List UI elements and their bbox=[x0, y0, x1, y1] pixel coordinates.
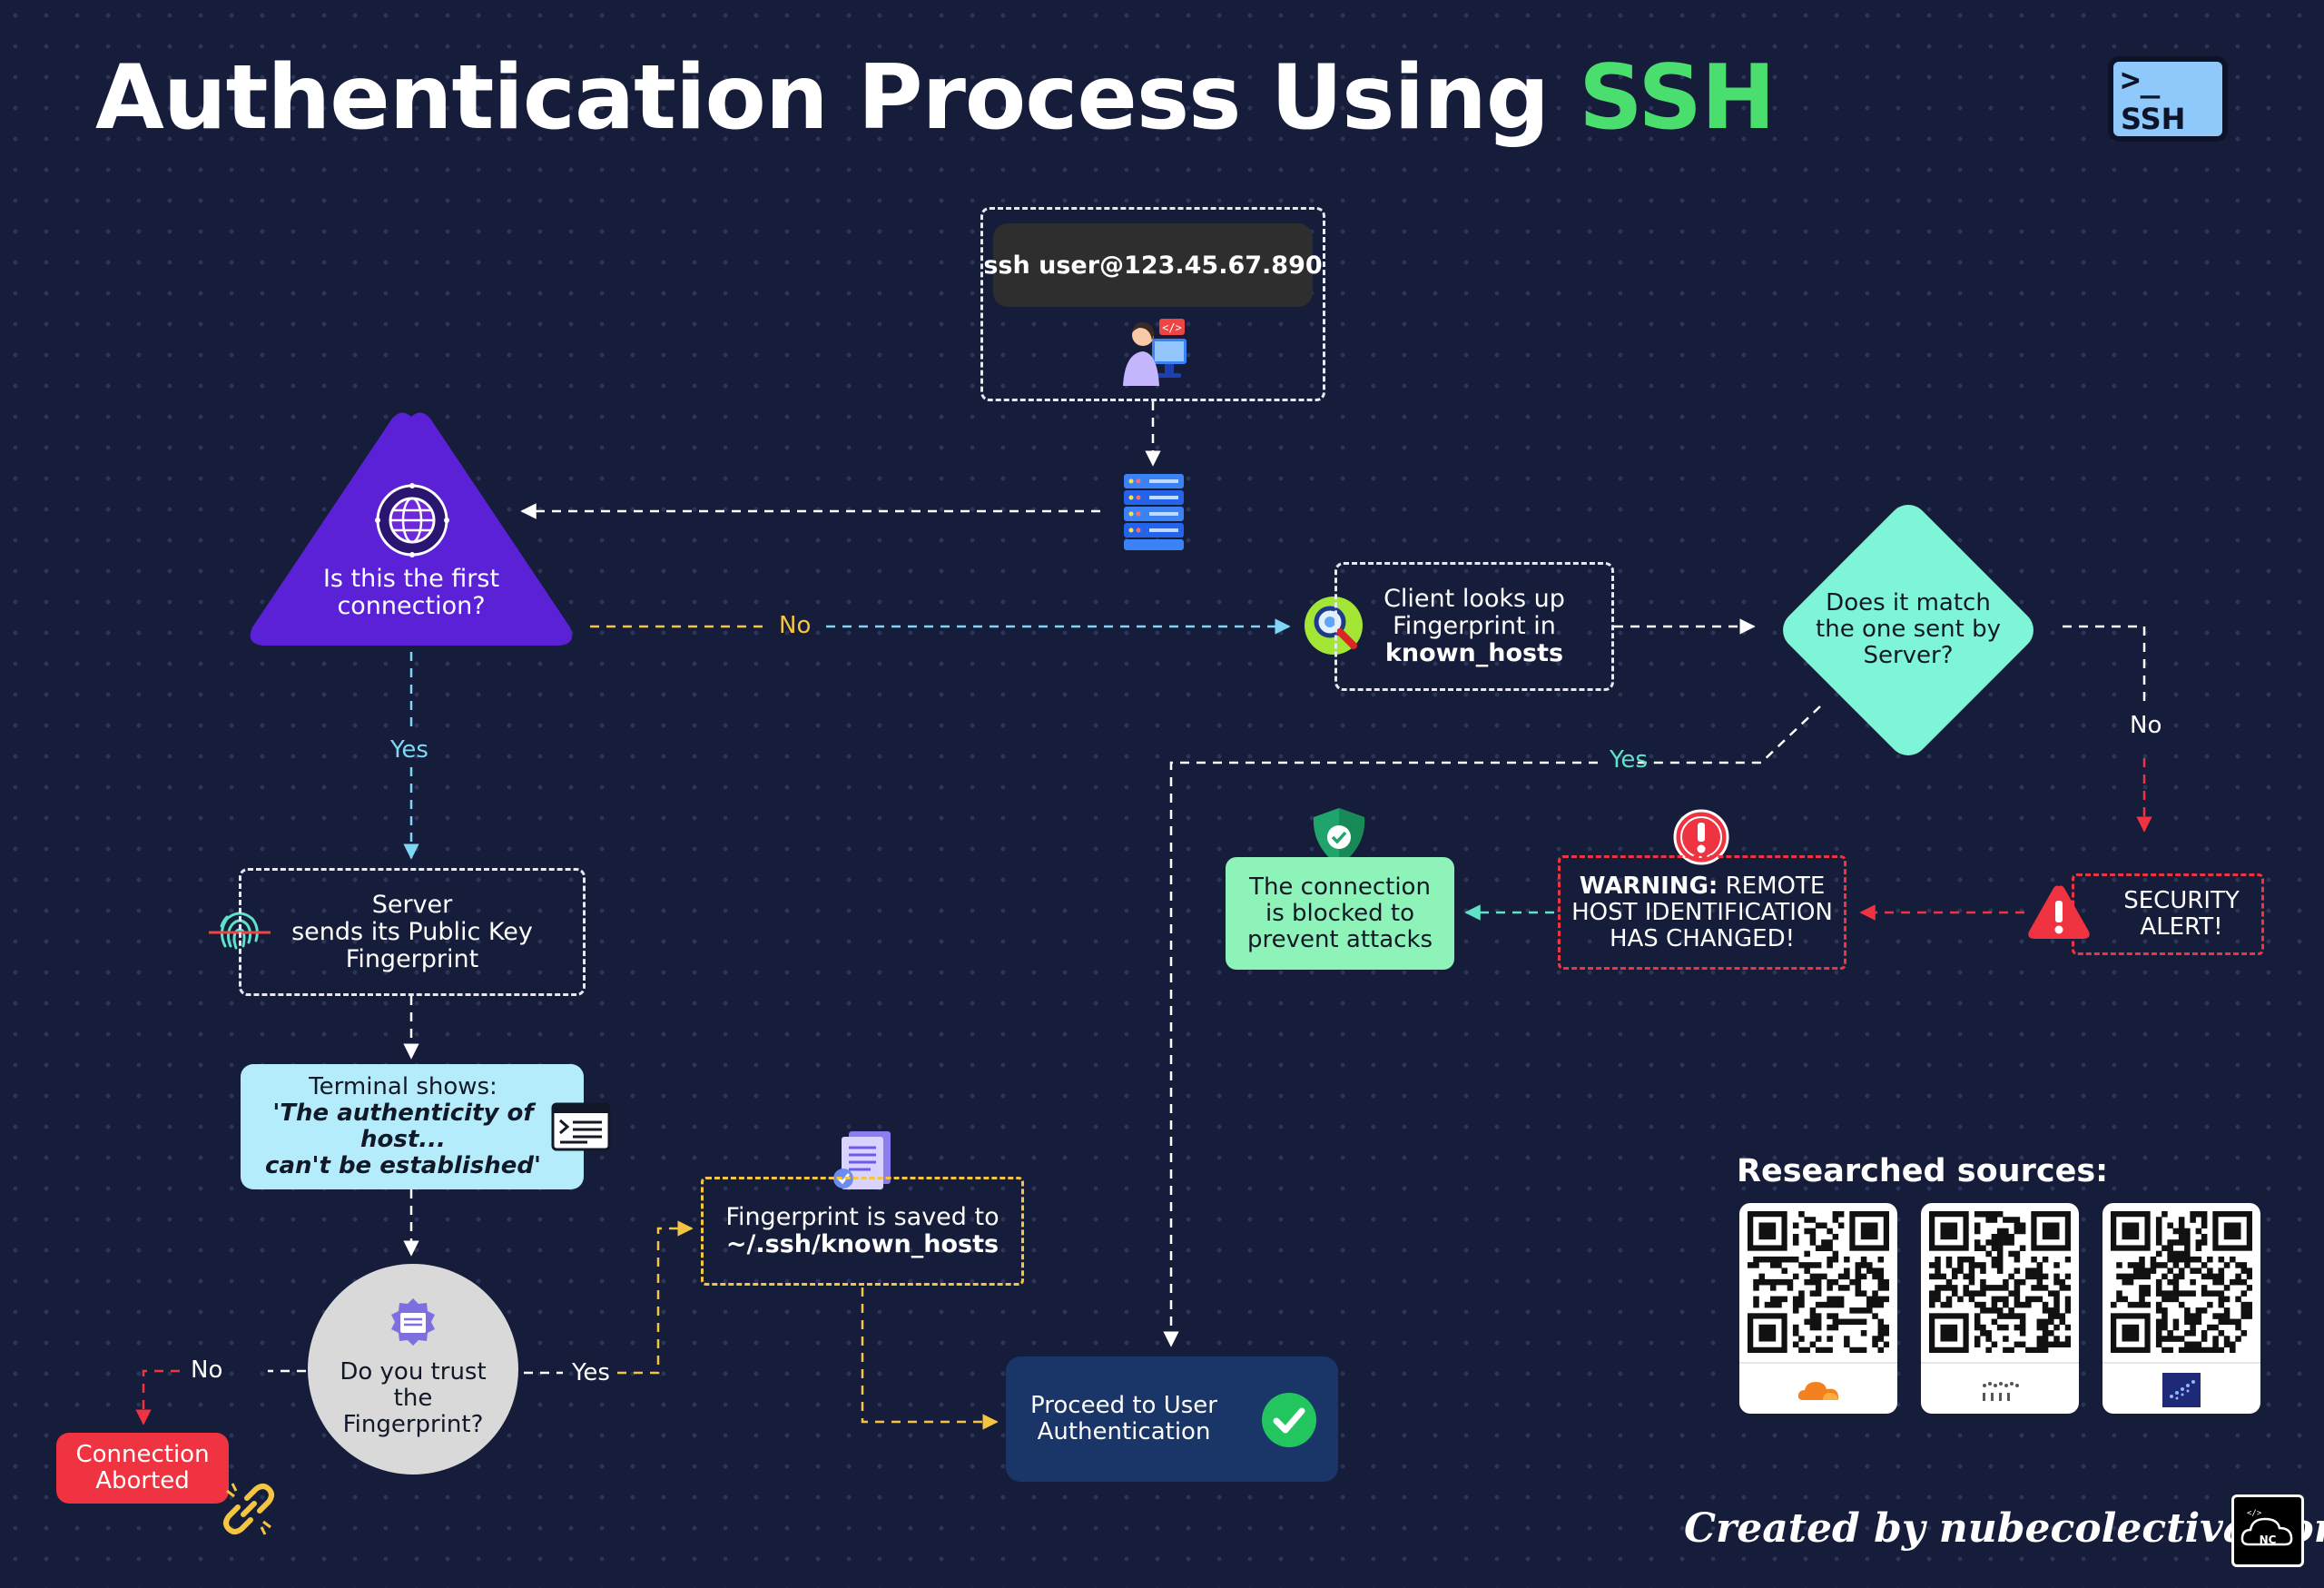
cloud-logo-icon bbox=[1797, 1382, 1839, 1400]
terminal-line3: can't be established' bbox=[265, 1152, 541, 1179]
match-question: Does it match the one sent by Server? bbox=[1816, 588, 2001, 669]
edge-match-no-top bbox=[2063, 625, 2146, 708]
saved-line1: Fingerprint is saved to bbox=[725, 1203, 1000, 1231]
lookup-line3: known_hosts bbox=[1384, 639, 1564, 667]
security-line2: ALERT! bbox=[2140, 913, 2223, 941]
warning-rest: REMOTE bbox=[1718, 872, 1826, 900]
edge-label-yes-first: Yes bbox=[390, 736, 428, 764]
edge-label-no-match: No bbox=[2130, 712, 2162, 739]
lookup-line2: Fingerprint in bbox=[1393, 612, 1556, 640]
security-alert-node: SECURITY ALERT! bbox=[2072, 873, 2264, 955]
search-icon bbox=[1305, 597, 1363, 655]
trust-question: Do you trust the Fingerprint? bbox=[340, 1357, 487, 1438]
warning-bold: WARNING: bbox=[1579, 872, 1718, 900]
warning-node: WARNING: REMOTE HOST IDENTIFICATION HAS … bbox=[1558, 855, 1846, 970]
qr-code-2 bbox=[1929, 1211, 2071, 1353]
qr-card-1[interactable] bbox=[1739, 1203, 1897, 1414]
first-connection-question: Is this the first connection? bbox=[322, 565, 500, 620]
title-text: Authentication Process Using bbox=[95, 46, 1580, 150]
edge-saved-to-proceed bbox=[861, 1287, 999, 1430]
edge-label-no-trust: No bbox=[191, 1356, 223, 1384]
ietf-logo-icon bbox=[1983, 1382, 2019, 1401]
qr-card-2[interactable] bbox=[1921, 1203, 2079, 1414]
edge-label-no-first: No bbox=[779, 612, 812, 639]
server-icon bbox=[1124, 474, 1184, 550]
broken-link-icon bbox=[223, 1483, 274, 1535]
page-title: Authentication Process Using SSH bbox=[95, 44, 1776, 153]
edge-label-yes-trust: Yes bbox=[572, 1359, 610, 1386]
terminal-node: Terminal shows: 'The authenticity of hos… bbox=[241, 1064, 584, 1189]
terminal-prompt: >_ bbox=[2121, 62, 2161, 99]
terminal-line1: Terminal shows: bbox=[309, 1073, 497, 1100]
edge-trust-no-to-aborted bbox=[135, 1369, 180, 1425]
svg-text:</>: </> bbox=[2247, 1509, 2262, 1518]
edge-yes-to-proceed bbox=[1163, 761, 1598, 1347]
proceed-text: Proceed to User Authentication bbox=[1030, 1392, 1217, 1445]
title-highlight: SSH bbox=[1579, 46, 1776, 150]
server-sends-line1: Server bbox=[371, 890, 453, 919]
aborted-line2: Aborted bbox=[95, 1467, 190, 1494]
alert-circle-icon bbox=[1673, 809, 1729, 865]
terminal-window-icon bbox=[551, 1102, 611, 1151]
command-container bbox=[980, 207, 1325, 401]
globe-icon bbox=[375, 483, 449, 557]
sources-heading: Researched sources: bbox=[1737, 1153, 2109, 1189]
blocked-node: The connection is blocked to prevent att… bbox=[1226, 857, 1454, 970]
svg-text:</>: </> bbox=[1162, 321, 1182, 334]
command-text: ssh user@123.45.67.890 bbox=[983, 251, 1323, 280]
server-sends-node: Server sends its Public Key Fingerprint bbox=[239, 868, 586, 996]
lookup-node: Client looks up Fingerprint in known_hos… bbox=[1334, 562, 1614, 691]
edge-yes-diag bbox=[1634, 705, 1821, 764]
aborted-line1: Connection bbox=[75, 1441, 210, 1468]
connection-aborted-node: Connection Aborted bbox=[56, 1433, 229, 1504]
terminal-label: SSH bbox=[2121, 102, 2186, 136]
server-sends-line3: Fingerprint bbox=[345, 944, 479, 973]
edge-label-yes-match: Yes bbox=[1610, 746, 1648, 774]
security-line1: SECURITY bbox=[2123, 887, 2240, 914]
warning-line1: WARNING: REMOTE bbox=[1580, 873, 1826, 900]
shield-check-icon bbox=[1313, 808, 1365, 866]
developer-icon: </> bbox=[1123, 319, 1187, 386]
documentation-logo-icon bbox=[2162, 1373, 2201, 1407]
nc-logo-text: NC bbox=[2259, 1534, 2277, 1546]
nc-logo-icon: </> NC bbox=[2231, 1494, 2304, 1567]
qr-code-1 bbox=[1748, 1211, 1889, 1353]
proceed-node: Proceed to User Authentication bbox=[1006, 1356, 1338, 1482]
warning-line2: HOST IDENTIFICATION bbox=[1571, 898, 1833, 926]
warning-line3: HAS CHANGED! bbox=[1609, 924, 1796, 952]
qr-code-3 bbox=[2111, 1211, 2252, 1353]
footer-credit: Created by nubecolectiva.com bbox=[1684, 1505, 2324, 1552]
saved-node: Fingerprint is saved to ~/.ssh/known_hos… bbox=[701, 1177, 1024, 1286]
edge-trust-yes-to-saved bbox=[617, 1220, 694, 1375]
check-circle-icon bbox=[1262, 1393, 1316, 1447]
certificate-icon bbox=[391, 1298, 435, 1346]
qr-card-3[interactable] bbox=[2102, 1203, 2260, 1414]
server-sends-line2: sends its Public Key bbox=[291, 917, 533, 946]
document-icon bbox=[833, 1131, 891, 1189]
cloud-outline-icon: </> bbox=[2240, 1509, 2293, 1546]
ssh-terminal-icon: >_ SSH bbox=[2108, 56, 2228, 142]
saved-line2: ~/.ssh/known_hosts bbox=[725, 1230, 1000, 1258]
terminal-line2: 'The authenticity of host... bbox=[272, 1100, 534, 1153]
lookup-line1: Client looks up bbox=[1384, 585, 1565, 613]
command-bar: ssh user@123.45.67.890 bbox=[983, 223, 1323, 307]
